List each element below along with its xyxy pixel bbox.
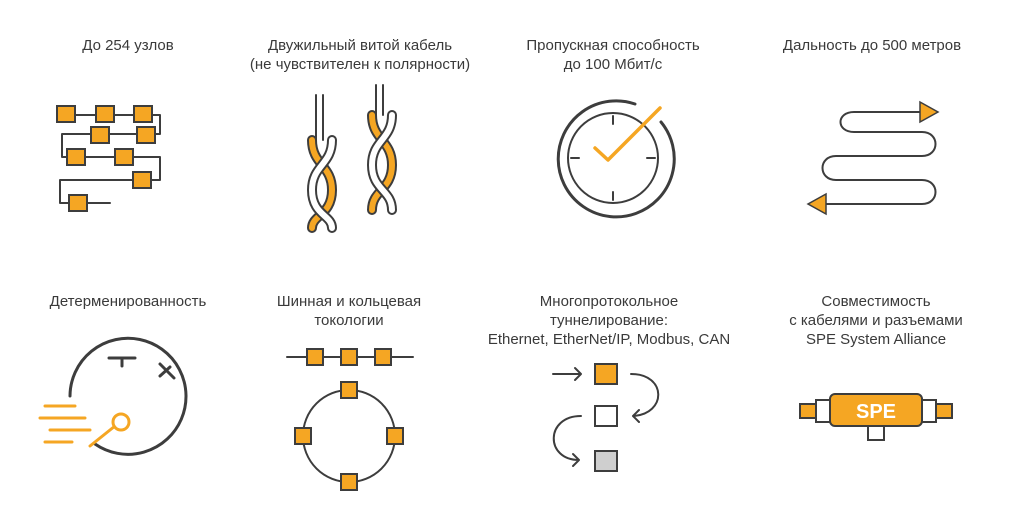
protocol-flow-icon <box>552 363 660 472</box>
label-line: Пропускная способность <box>526 37 700 54</box>
feature-twisted-pair: Двужильный витой кабель (не чувствителен… <box>232 0 488 266</box>
label-line: до 100 Мбит/с <box>563 56 663 73</box>
label-line: Совместимость <box>821 293 931 310</box>
label-line: Детерменированность <box>49 293 207 310</box>
label-line: До 254 узлов <box>82 37 174 54</box>
label-line: туннелирование: <box>549 312 669 329</box>
stopwatch-icon <box>38 336 188 456</box>
spe-badge-text: SPE <box>856 401 896 423</box>
feature-label: Детерменированность <box>0 292 256 311</box>
feature-spe-compat: Совместимость с кабелями и разъемами SPE… <box>748 266 1004 532</box>
label-line: Многопротокольное <box>539 293 679 310</box>
feature-throughput: Пропускная способность до 100 Мбит/с <box>485 0 741 266</box>
bus-ring-topology-icon <box>286 348 414 491</box>
feature-nodes: До 254 узлов <box>0 0 256 266</box>
feature-label: Двужильный витой кабель (не чувствителен… <box>232 36 488 74</box>
label-line: SPE System Alliance <box>805 331 947 348</box>
label-line: с кабелями и разъемами <box>789 312 963 329</box>
feature-label: Совместимость с кабелями и разъемами SPE… <box>748 292 1004 349</box>
twisted-pair-icon <box>306 84 398 233</box>
feature-label: Дальность до 500 метров <box>744 36 1000 55</box>
label-line: (не чувствителен к полярности) <box>249 56 471 73</box>
label-line: Ethernet, EtherNet/IP, Modbus, CAN <box>487 331 731 348</box>
feature-label: Многопротокольное туннелирование: Ethern… <box>481 292 737 349</box>
label-line: токологии <box>314 312 384 329</box>
label-line: Двужильный витой кабель <box>267 37 453 54</box>
node-chain-icon <box>56 105 161 212</box>
feature-multiprotocol: Многопротокольное туннелирование: Ethern… <box>481 266 737 532</box>
feature-distance: Дальность до 500 метров <box>744 0 1000 266</box>
spe-connector-icon: SPE <box>799 393 953 441</box>
label-line: Шинная и кольцевая <box>276 293 422 310</box>
feature-label: До 254 узлов <box>0 36 256 55</box>
clock-check-icon <box>556 99 676 219</box>
serpentine-arrow-icon <box>806 100 940 216</box>
feature-topology: Шинная и кольцевая токологии <box>221 266 477 532</box>
feature-determinism: Детерменированность <box>0 266 256 532</box>
feature-label: Пропускная способность до 100 Мбит/с <box>485 36 741 74</box>
label-line: Дальность до 500 метров <box>782 37 962 54</box>
feature-label: Шинная и кольцевая токологии <box>221 292 477 330</box>
